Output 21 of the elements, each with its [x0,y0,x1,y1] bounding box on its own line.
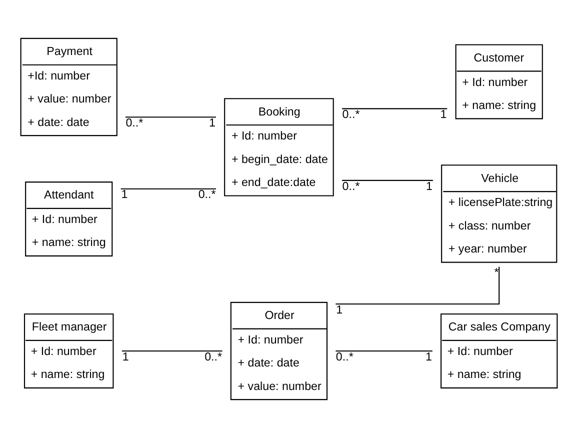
label: 1 [122,350,129,364]
connector [336,266,500,305]
label: 1 [209,116,216,130]
label: 1 [440,108,447,121]
label: 1 [336,303,343,316]
label: * [494,266,499,280]
label: 0..* [336,350,354,364]
connector [122,350,222,352]
connector [342,180,433,181]
label: 0..* [342,180,360,193]
connector [120,188,216,190]
connector [342,108,448,110]
label: 0..* [342,108,360,121]
label: 1 [426,350,432,364]
connector [125,116,216,118]
label: 1 [121,188,128,202]
label: 0..* [126,116,144,130]
label: 0..* [198,188,216,202]
label: 1 [426,180,432,193]
label: 0..* [204,350,222,364]
connector [336,350,432,352]
